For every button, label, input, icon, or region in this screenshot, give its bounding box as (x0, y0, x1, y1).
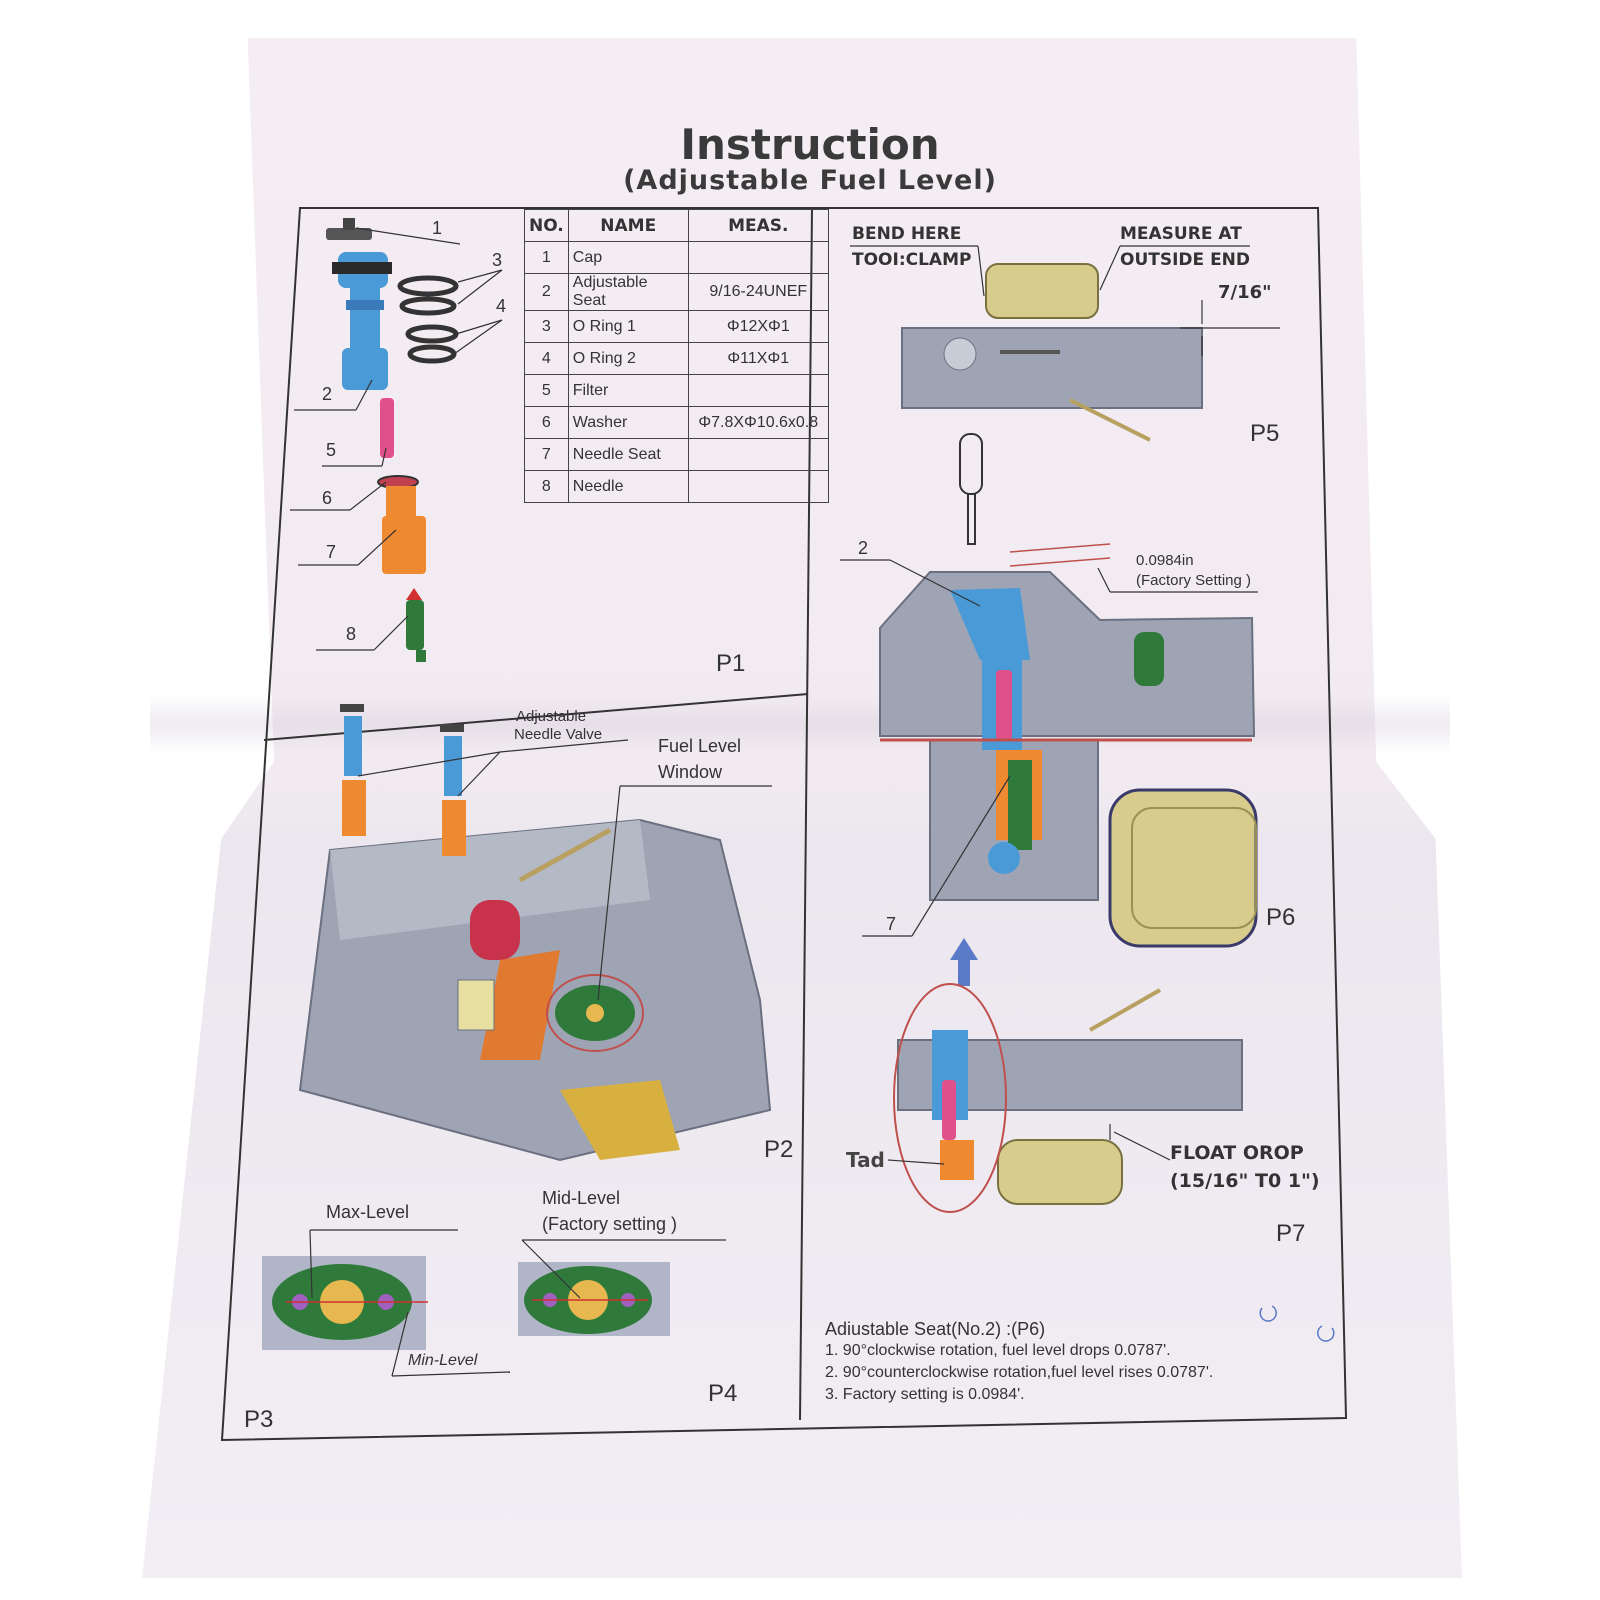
tool-clamp-label: TOOI:CLAMP (852, 250, 972, 270)
table-row: 5 Filter (524, 374, 829, 407)
adjustment-notes: Adiustable Seat(No.2) :(P6) 1. 90°clockw… (825, 1318, 1213, 1406)
notes-line-3: 3. Factory setting is 0.0984'. (825, 1386, 1025, 1403)
float-drop-label: FLOAT OROP (1170, 1142, 1304, 1164)
table-row: 1 Cap (524, 241, 829, 274)
cell-name: O Ring 2 (567, 342, 689, 375)
table-row: 4 O Ring 2 Φ11XΦ1 (524, 342, 829, 375)
fuel-level-window-label-2: Window (658, 762, 723, 782)
panel-label-p3: P3 (244, 1406, 274, 1433)
cell-no: 4 (524, 342, 569, 375)
max-level-label: Max-Level (326, 1202, 410, 1222)
outside-end-label: OUTSIDE END (1120, 250, 1251, 270)
factory-setting-label: (Factory Setting ) (1136, 572, 1252, 589)
p1-callout: 6 (322, 488, 333, 508)
needle-valve-label: Adjustable (516, 708, 587, 725)
cell-no: 2 (524, 273, 569, 311)
panel-label-p1: P1 (716, 650, 746, 677)
p1-callout: 5 (326, 440, 337, 460)
p6-callout-2: 2 (858, 538, 869, 558)
clockwise-rotation-icon (1259, 1305, 1277, 1322)
p1-callout: 3 (492, 250, 503, 270)
cell-name: Adjustable Seat (567, 273, 689, 311)
cell-meas: 9/16-24UNEF (687, 273, 829, 311)
p6-callout-7: 7 (886, 914, 897, 934)
col-header-no: NO. (524, 209, 569, 242)
cell-name: Washer (567, 406, 689, 439)
bend-here-label: BEND HERE (852, 224, 962, 244)
p1-leader-lines (290, 227, 503, 651)
p1-callout: 2 (322, 384, 333, 404)
cell-no: 6 (524, 406, 569, 439)
p2-leader-lines (357, 739, 772, 1001)
cell-name: Needle (567, 470, 689, 503)
cell-meas: Φ7.8XΦ10.6x0.8 (687, 406, 829, 439)
up-arrow-icon (950, 938, 978, 986)
cell-meas (687, 438, 829, 471)
table-row: 7 Needle Seat (524, 438, 829, 471)
p6-cutaway-illustration (840, 543, 1258, 948)
table-row: 8 Needle (524, 470, 829, 503)
panel-label-p5: P5 (1250, 420, 1280, 447)
tad-label: Tad (846, 1148, 885, 1172)
cell-no: 5 (524, 374, 569, 407)
min-level-label: Min-Level (408, 1352, 478, 1369)
cell-name: Needle Seat (567, 438, 689, 471)
p1-exploded-parts (326, 218, 459, 662)
notes-heading: Adiustable Seat(No.2) :(P6) (825, 1319, 1046, 1339)
table-row: 6 Washer Φ7.8XΦ10.6x0.8 (524, 406, 829, 439)
cell-meas: Φ11XΦ1 (687, 342, 829, 375)
p5-float-bowl-illustration (901, 263, 1280, 442)
panel-label-p7: P7 (1276, 1220, 1306, 1247)
notes-line-2: 2. 90°counterclockwise rotation,fuel lev… (825, 1364, 1214, 1381)
panel-label-p4: P4 (708, 1380, 738, 1407)
notes-line-1: 1. 90°clockwise rotation, fuel level dro… (825, 1342, 1171, 1359)
table-header-row: NO. NAME MEAS. (524, 209, 829, 242)
cell-meas (687, 374, 829, 407)
p4-mid-level-plate (518, 1239, 726, 1336)
float-drop-range: (15/16" T0 1") (1170, 1170, 1320, 1192)
panel-label-p6: P6 (1266, 904, 1296, 931)
needle-valve-label-2: Needle Valve (514, 726, 603, 743)
cell-name: O Ring 1 (567, 310, 689, 343)
col-header-meas: MEAS. (687, 209, 829, 242)
cell-meas: Φ12XΦ1 (687, 310, 829, 343)
dimension-label: 7/16" (1218, 282, 1272, 303)
table-row: 3 O Ring 1 Φ12XΦ1 (524, 310, 829, 343)
cell-no: 8 (524, 470, 569, 503)
p7-float-drop-illustration (887, 983, 1243, 1213)
cell-meas (687, 241, 829, 274)
cell-name: Cap (567, 241, 689, 274)
parts-table: NO. NAME MEAS. 1 Cap 2 Adjustable Seat 9… (524, 209, 829, 503)
cell-no: 1 (524, 241, 569, 274)
p2-carburetor-illustration (298, 704, 772, 1162)
p3-max-min-level-plate (262, 1229, 511, 1377)
p1-callout: 1 (432, 218, 443, 238)
table-row: 2 Adjustable Seat 9/16-24UNEF (524, 273, 829, 311)
cell-no: 3 (524, 310, 569, 343)
cell-no: 7 (524, 438, 569, 471)
p1-callout: 8 (346, 624, 357, 644)
col-header-name: NAME (567, 209, 689, 242)
p5-leader-lines (850, 245, 1250, 297)
factory-setting-value: 0.0984in (1136, 552, 1194, 569)
p1-callout: 7 (326, 542, 337, 562)
counterclockwise-rotation-icon (1317, 1325, 1335, 1342)
fuel-level-window-label: Fuel Level (658, 736, 742, 756)
measure-at-label: MEASURE AT (1120, 224, 1242, 244)
page-subtitle: (Adjustable Fuel Level) (623, 165, 997, 196)
page-title: Instruction (680, 120, 940, 169)
p1-callout: 4 (496, 296, 507, 316)
mid-level-label: Mid-Level (542, 1188, 621, 1208)
screwdriver-illustration (959, 433, 983, 545)
cell-meas (687, 470, 829, 503)
panel-label-p2: P2 (764, 1136, 794, 1163)
mid-level-label-2: (Factory setting ) (542, 1214, 678, 1234)
cell-name: Filter (567, 374, 689, 407)
